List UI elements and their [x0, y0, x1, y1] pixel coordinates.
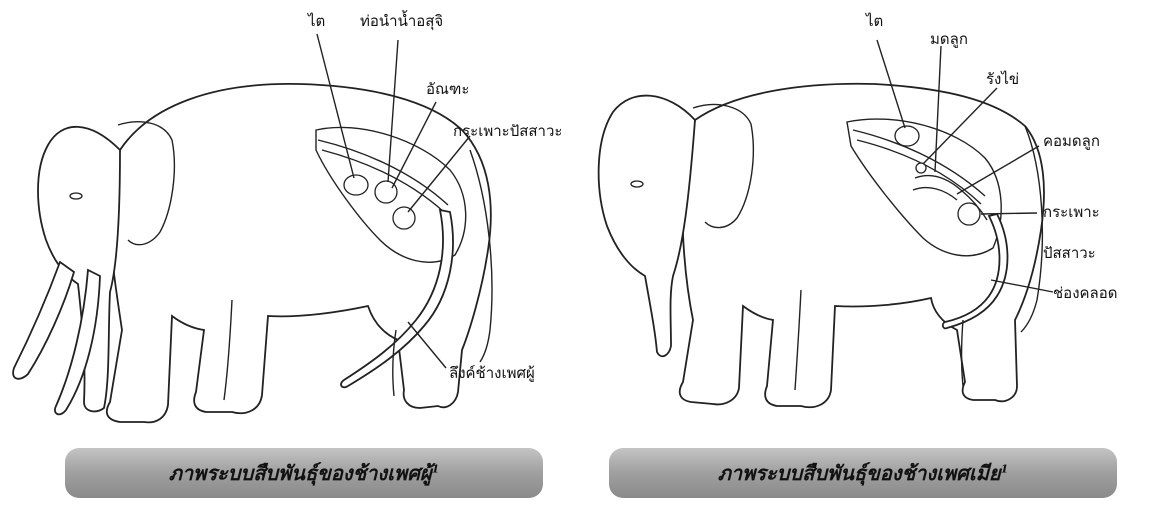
- female-label-vagina: ช่องคลอด: [1053, 286, 1118, 301]
- female-diagram-panel: ไต มดลูก รังไข่ คอมดลูก กระเพาะ ปัสสาวะ …: [585, 0, 1157, 507]
- male-caption-text: ภาพระบบสืบพันธุ์ของช้างเพศผู้: [169, 461, 432, 485]
- male-bladder: [393, 207, 415, 229]
- female-elephant-illustration: [585, 0, 1157, 445]
- female-label-kidney: ไต: [866, 14, 883, 29]
- female-label-bladder-line2: ปัสสาวะ: [1043, 246, 1096, 261]
- male-elephant-tusk-left: [13, 262, 74, 379]
- female-elephant-head: [599, 96, 695, 357]
- male-elephant-eye: [70, 193, 82, 199]
- female-kidney: [895, 126, 919, 146]
- male-label-bladder: กระเพาะปัสสาวะ: [453, 124, 562, 139]
- male-label-kidney: ไต: [308, 14, 325, 29]
- male-label-vas-deferens: ท่อนำน้ำอสุจิ: [360, 14, 443, 29]
- male-elephant-body: [107, 84, 491, 422]
- male-caption-banner: ภาพระบบสืบพันธุ์ของช้างเพศผู้1: [65, 448, 543, 498]
- male-label-penis: ลึงค์ช้างเพศผู้: [449, 366, 535, 381]
- male-kidney: [344, 175, 368, 195]
- female-caption-text: ภาพระบบสืบพันธุ์ของช้างเพศเมีย: [718, 461, 1001, 485]
- male-caption-footnote: 1: [432, 462, 440, 475]
- female-label-bladder-line1: กระเพาะ: [1043, 205, 1100, 220]
- male-diagram-panel: ไต ท่อนำน้ำอสุจิ อัณฑะ กระเพาะปัสสาวะ ลึ…: [0, 0, 575, 507]
- female-label-uterus: มดลูก: [930, 32, 968, 47]
- female-caption-banner: ภาพระบบสืบพันธุ์ของช้างเพศเมีย1: [609, 448, 1117, 498]
- female-label-ovary: รังไข่: [986, 72, 1019, 87]
- female-label-cervix: คอมดลูก: [1043, 134, 1100, 149]
- female-elephant-eye: [631, 181, 643, 187]
- female-bladder: [958, 203, 980, 225]
- male-label-testis: อัณฑะ: [426, 82, 469, 97]
- female-caption-footnote: 1: [1001, 462, 1009, 475]
- female-ovary: [916, 163, 926, 173]
